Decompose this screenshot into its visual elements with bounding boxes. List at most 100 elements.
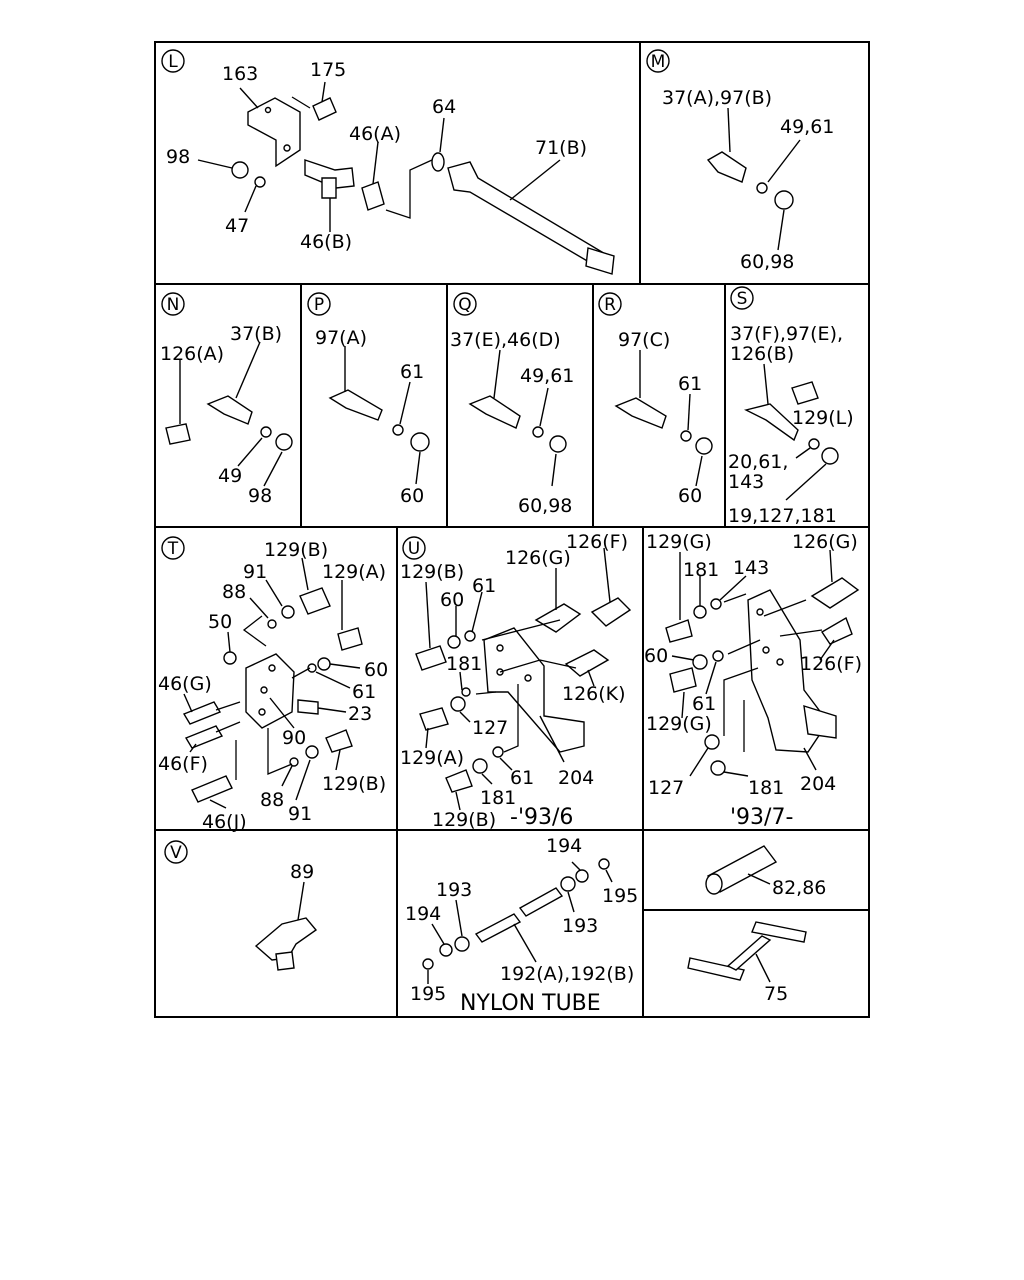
mount-bracket-163 (247, 97, 301, 168)
section-letter-l: L (168, 52, 178, 72)
label-61-u2: 61 (510, 767, 534, 789)
bolt-175 (312, 97, 337, 121)
caption-nylon-tube: NYLON TUBE (460, 991, 601, 1016)
bracket-204 (483, 627, 585, 753)
section-letter-t: T (167, 539, 179, 559)
note-date-range-u: -'93/6 (510, 805, 573, 830)
fitting-194-right (575, 869, 589, 883)
label-91-t2: 91 (288, 803, 312, 825)
label-49-61: 49,61 (780, 116, 834, 138)
washer-61 (392, 424, 404, 436)
label-88-t: 88 (222, 581, 246, 603)
label-97a: 97(A) (315, 327, 367, 349)
label-46b: 46(B) (300, 231, 352, 253)
section-nylon-tube: 194 193 195 194 193 195 192(A),192(B) NY… (405, 835, 638, 1016)
fitting-129a (299, 587, 331, 615)
label-46a: 46(A) (349, 123, 401, 145)
label-126g-u: 126(G) (505, 547, 571, 569)
label-126k: 126(K) (562, 683, 626, 705)
washer-88 (267, 619, 277, 629)
nut-60 (410, 432, 430, 452)
washer-61-later (712, 650, 724, 662)
label-129b-u: 129(B) (400, 561, 464, 583)
fitting-126g (534, 603, 582, 633)
label-60-98: 60,98 (740, 251, 794, 273)
nylon-tube-192-right (518, 887, 564, 917)
section-letter-p: P (314, 295, 324, 315)
fitting-126f (590, 597, 632, 627)
cap-195-left (422, 958, 434, 970)
label-129g-later2: 129(G) (646, 713, 712, 735)
label-204-u: 204 (558, 767, 594, 789)
label-61-r: 61 (678, 373, 702, 395)
section-marker-l (161, 49, 185, 73)
nylon-tube-192-left (474, 913, 522, 943)
label-193-left: 193 (436, 879, 472, 901)
label-47: 47 (225, 215, 249, 237)
o-ring-64 (431, 152, 445, 172)
nut-50 (223, 651, 237, 665)
label-129a-t: 129(A) (322, 561, 386, 583)
nut-60 (549, 435, 567, 453)
label-37b: 37(B) (230, 323, 282, 345)
label-37f-97e: 37(F),97(E), (730, 323, 843, 345)
label-192ab: 192(A),192(B) (500, 963, 634, 985)
section-v: V 89 (164, 840, 318, 971)
label-75: 75 (764, 983, 788, 1005)
label-181-u2: 181 (480, 787, 516, 809)
drain-valve-89 (254, 917, 318, 961)
label-181-u: 181 (446, 653, 482, 675)
label-204-later: 204 (800, 773, 836, 795)
fitting-126g-later (810, 577, 860, 609)
elbow-fitting-97a (328, 389, 383, 421)
label-175: 175 (310, 59, 346, 81)
fitting-126f-later (821, 616, 853, 645)
fitting-97c (614, 397, 667, 429)
label-60-t: 60 (364, 659, 388, 681)
note-date-range-later: '93/7- (730, 805, 793, 830)
nut-193-left (454, 936, 470, 952)
grid-frame (154, 41, 870, 1018)
label-60-98-q: 60,98 (518, 495, 572, 517)
washer-47 (254, 176, 266, 188)
fitting-46g (182, 701, 222, 725)
nut-60 (695, 437, 713, 455)
bracket-hole (283, 144, 291, 152)
nut-60-u (447, 635, 461, 649)
nut-98 (275, 433, 293, 451)
label-181-later2: 181 (748, 777, 784, 799)
label-61-p: 61 (400, 361, 424, 383)
washer-49 (260, 426, 272, 438)
section-sleeve: 82,86 (705, 845, 826, 899)
nut-98 (231, 161, 249, 179)
section-letter-q: Q (458, 295, 471, 315)
label-195-right: 195 (602, 885, 638, 907)
section-n: N 37(B) 126(A) 49 98 (160, 292, 293, 507)
bolt-23 (297, 699, 319, 715)
section-bracket-75: 75 (687, 921, 807, 1005)
bracket-hole (264, 106, 272, 114)
label-50-t: 50 (208, 611, 232, 633)
label-181-later: 181 (683, 559, 719, 581)
hose-end-fitting (585, 247, 615, 275)
section-letter-v: V (170, 843, 182, 863)
bracket-75-brace (726, 935, 772, 971)
label-194-right: 194 (546, 835, 582, 857)
section-u-later: 129(G) 126(G) 181 143 60 61 126(F) 129(G… (644, 531, 862, 830)
nut-193-right (560, 876, 576, 892)
label-89: 89 (290, 861, 314, 883)
label-129b-t: 129(B) (264, 539, 328, 561)
label-127-later: 127 (648, 777, 684, 799)
section-p: P 97(A) 61 60 (307, 292, 430, 507)
sleeve-end (705, 873, 723, 895)
label-129b-t2: 129(B) (322, 773, 386, 795)
label-129l: 129(L) (792, 407, 854, 429)
label-129a-u: 129(A) (400, 747, 464, 769)
fitting-46j (191, 775, 233, 803)
label-60-p: 60 (400, 485, 424, 507)
label-126f-later: 126(F) (800, 653, 862, 675)
nut-60 (774, 190, 794, 210)
section-letter-s: S (737, 289, 748, 309)
washer-49 (532, 426, 544, 438)
